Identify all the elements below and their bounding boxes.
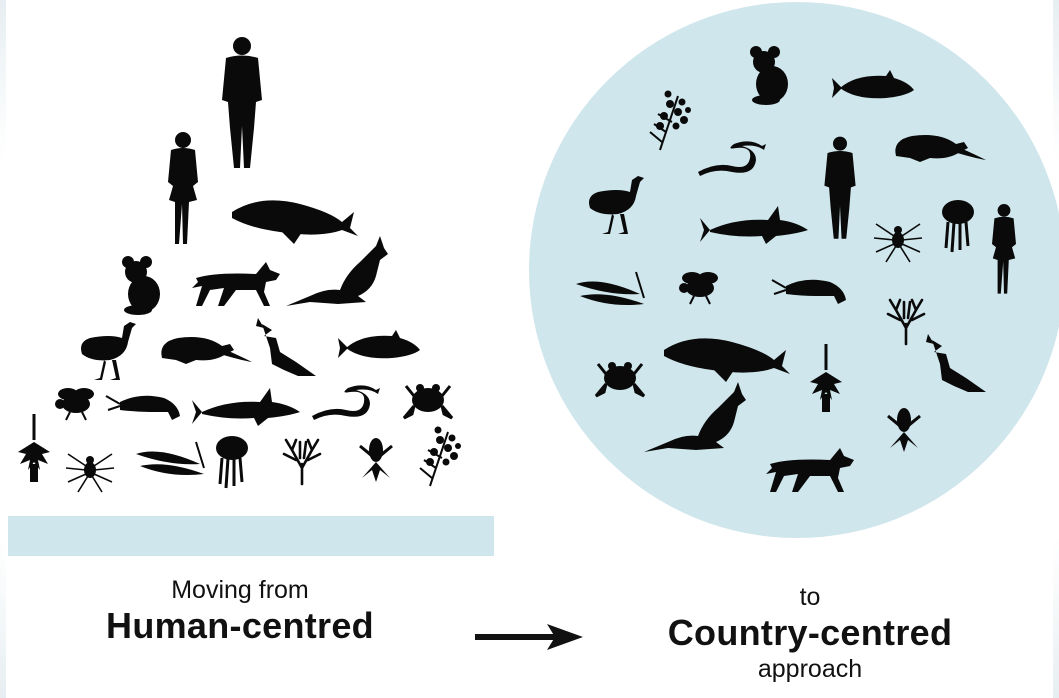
bee-icon — [55, 388, 94, 420]
jellyfish-icon — [216, 436, 248, 488]
eucalyptus-leaf-icon — [136, 442, 204, 475]
left-caption: Moving from Human-centred — [60, 575, 420, 647]
possum-icon — [161, 337, 252, 364]
cockatoo-icon — [256, 318, 316, 376]
grasstree-icon — [18, 414, 50, 482]
wattle-icon — [420, 427, 461, 487]
right-caption-tail: approach — [610, 654, 1010, 684]
shrimp-icon — [106, 396, 180, 420]
human-icon — [222, 37, 262, 168]
spider-icon — [66, 454, 114, 492]
hierarchy-base-bar — [8, 516, 494, 556]
left-caption-title: Human-centred — [60, 605, 420, 647]
fish-icon — [338, 330, 420, 358]
woman-icon — [168, 132, 198, 244]
emu-icon — [81, 322, 136, 380]
whale-icon — [232, 200, 358, 244]
shark-icon — [192, 388, 300, 426]
dingo-icon — [192, 262, 280, 306]
country-circle — [529, 2, 1059, 538]
coral-icon — [284, 440, 320, 484]
right-arrow-icon — [475, 622, 585, 652]
right-caption-title: Country-centred — [610, 612, 1010, 654]
kangaroo-icon — [286, 236, 388, 306]
snake-icon — [312, 385, 380, 420]
koala-icon — [122, 256, 160, 315]
right-caption-small: to — [610, 582, 1010, 612]
left-caption-small: Moving from — [60, 575, 420, 605]
frog-icon — [404, 384, 452, 418]
right-caption: to Country-centred approach — [610, 582, 1010, 684]
banksia-icon — [360, 438, 392, 482]
hierarchy-pyramid — [18, 37, 461, 492]
